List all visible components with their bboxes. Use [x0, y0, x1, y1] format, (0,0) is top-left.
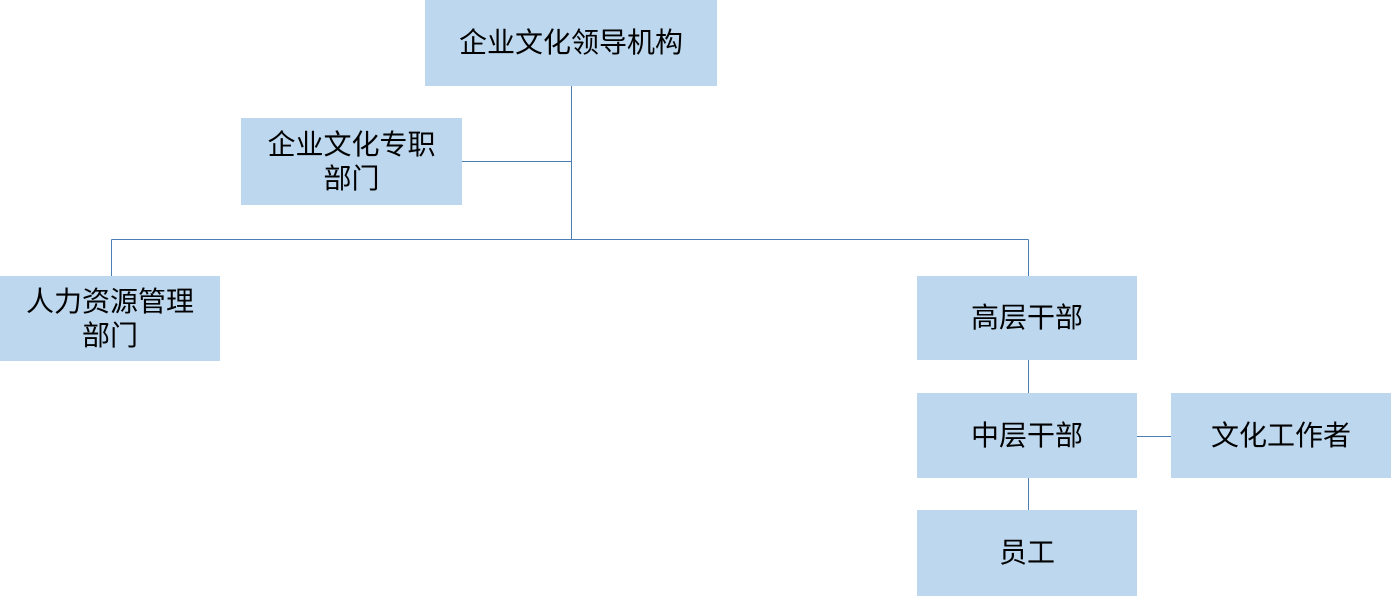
node-culture-workers-label: 文化工作者 [1210, 418, 1351, 452]
node-leadership: 企业文化领导机构 [425, 0, 717, 86]
node-senior-cadres-label: 高层干部 [970, 301, 1083, 334]
node-middle-cadres: 中层干部 [917, 393, 1137, 478]
node-culture-workers: 文化工作者 [1171, 393, 1391, 478]
node-dedicated-dept: 企业文化专职部门 [241, 118, 462, 205]
node-staff: 员工 [917, 510, 1137, 596]
node-senior-cadres: 高层干部 [917, 276, 1137, 360]
node-dedicated-dept-label: 企业文化专职部门 [267, 127, 436, 195]
node-hr-dept-label: 人力资源管理部门 [25, 284, 194, 352]
node-hr-dept: 人力资源管理部门 [0, 276, 220, 361]
node-staff-label: 员工 [998, 536, 1055, 569]
node-leadership-label: 企业文化领导机构 [458, 26, 683, 59]
node-middle-cadres-label: 中层干部 [970, 418, 1083, 452]
